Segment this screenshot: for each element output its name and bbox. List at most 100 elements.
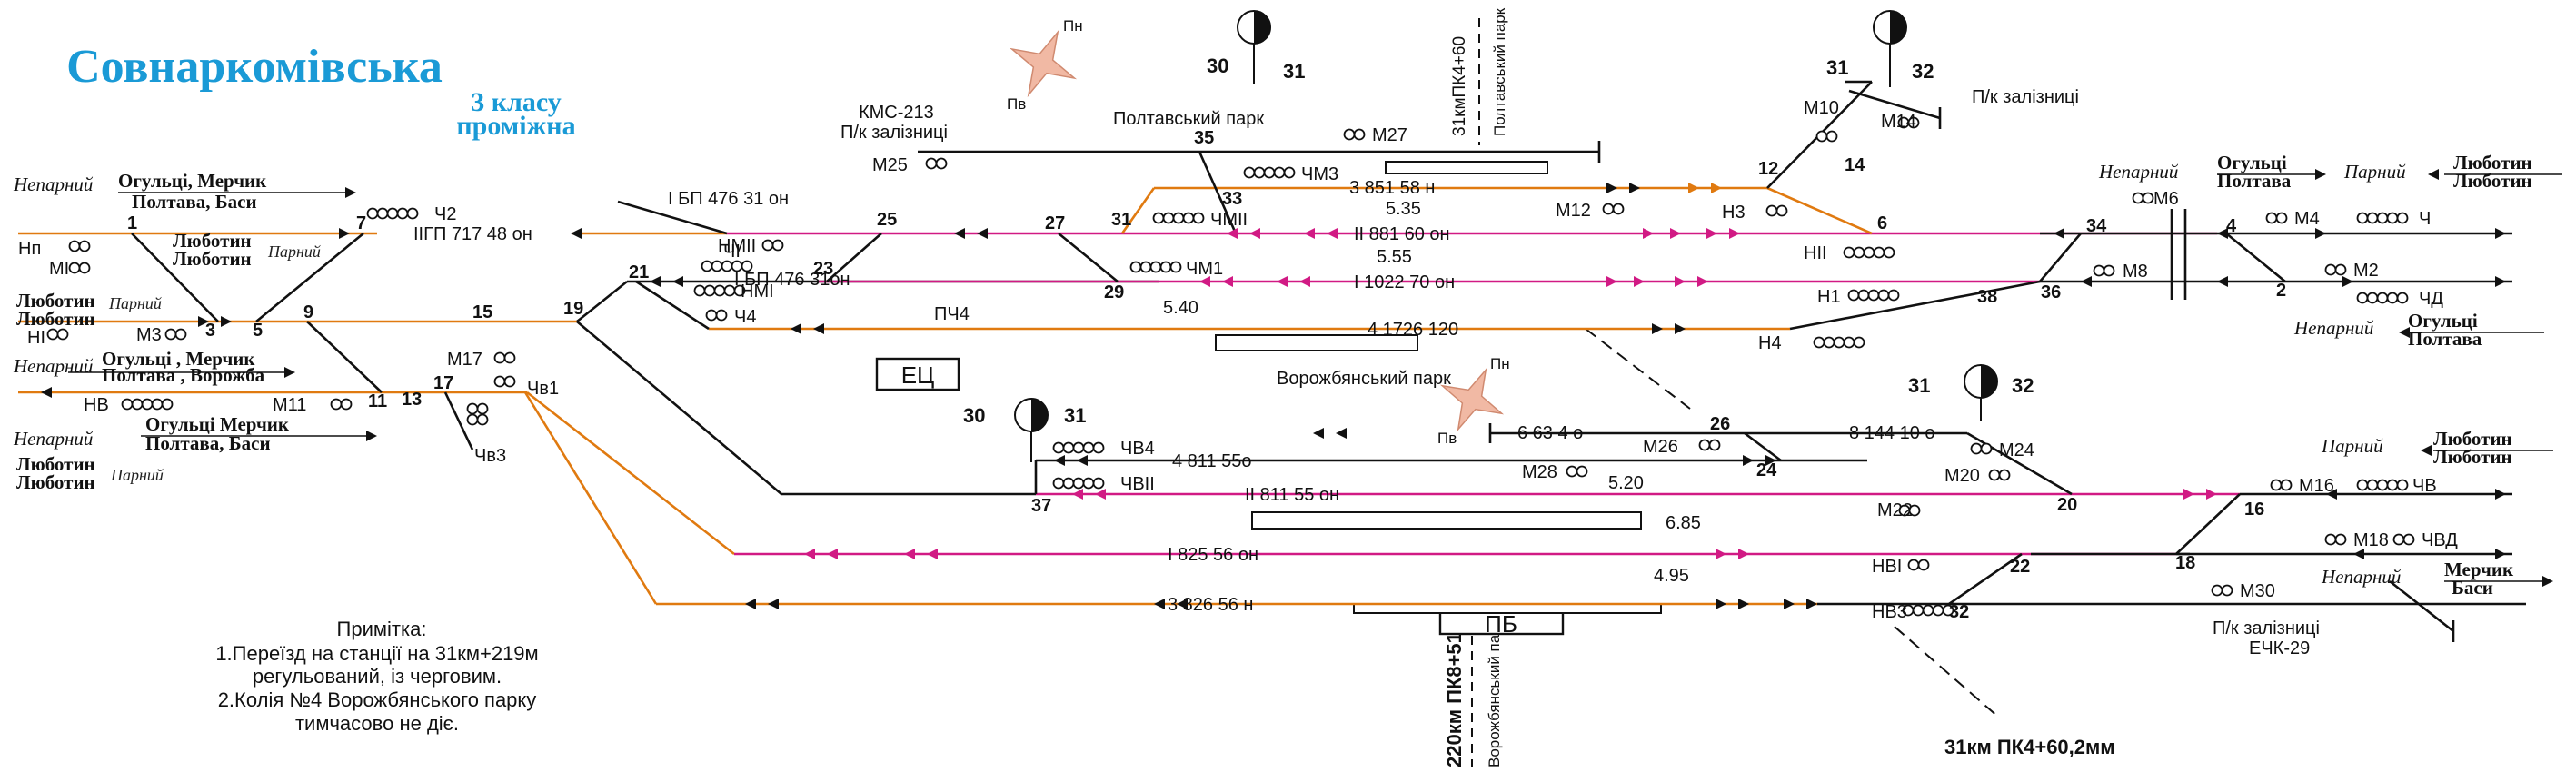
signal-label: Ч — [2419, 209, 2431, 229]
note-line: тимчасово не діє. — [295, 712, 459, 735]
switch-number: 32 — [1949, 602, 1969, 622]
note-line: 2.Колія №4 Ворожбянського парку — [218, 688, 537, 711]
direction-names: Люботин — [16, 308, 95, 330]
building-pb-label: ПБ — [1485, 610, 1517, 638]
direction-names: Полтава, Баси — [132, 191, 257, 213]
switch-number: 2 — [2276, 281, 2286, 301]
left-directions: Непарний Огульці, Мерчик Полтава, Баси Л… — [13, 170, 377, 493]
notes: Примітка: 1.Переїзд на станції на 31км+2… — [215, 618, 538, 735]
switch-number: 4 — [2226, 216, 2237, 236]
park-title-poltava: Полтавський парк — [1113, 109, 1264, 129]
signal-label: М25 — [872, 155, 908, 175]
signal-label: Чв3 — [474, 446, 506, 466]
track-length: 5.40 — [1163, 298, 1198, 318]
boundary-km-label: 31км ПК4+60,2мм — [1944, 736, 2115, 758]
switch-number: 36 — [2041, 282, 2061, 302]
direction-names: Люботин — [16, 471, 95, 493]
direction-names: Люботин — [16, 453, 95, 475]
note-heading: Примітка: — [337, 618, 427, 640]
signal-label: М6 — [2153, 189, 2179, 209]
signal-label: НМII — [718, 236, 756, 256]
signal-label: М18 — [2353, 530, 2389, 550]
track-label: 8 144 10 о — [1849, 423, 1935, 443]
direction-type: Парний — [2343, 161, 2406, 183]
signal-label: М8 — [2123, 262, 2148, 282]
boundary-bottom: 31км ПК4+60,2мм — [1894, 626, 2115, 758]
note-line: 1.Переїзд на станції на 31км+219м — [215, 642, 538, 665]
switch-number: 29 — [1104, 282, 1124, 302]
switch-number: 26 — [1710, 414, 1730, 434]
track-label: I БП 476 31он — [734, 270, 850, 290]
siding-label: П/к залізниці — [840, 123, 948, 143]
signal-label: ЧМII — [1210, 210, 1248, 230]
direction-type: Непарний — [2098, 161, 2179, 183]
km-right: 31 — [1283, 60, 1305, 83]
signal-label: М26 — [1643, 437, 1678, 457]
switch-number: 24 — [1756, 460, 1777, 480]
switch-number: 11 — [368, 391, 387, 411]
km-marker: 31 32 — [1908, 364, 2034, 421]
km-left: 31 — [1908, 374, 1930, 397]
station-class: 3 класу — [471, 87, 562, 117]
direction-names: Люботин — [173, 230, 252, 252]
km-left: 30 — [1207, 54, 1228, 77]
signal-label: ЧМ3 — [1301, 164, 1338, 184]
direction-names: Баси — [2452, 577, 2493, 599]
siding-label: П/к залізниці — [2213, 619, 2320, 638]
switch-number: 35 — [1194, 128, 1214, 148]
track-label: I 825 56 он — [1168, 545, 1258, 565]
signal-label: М2 — [2353, 261, 2379, 281]
boundary-dashed-line — [1585, 328, 1691, 410]
km-left: 30 — [963, 404, 985, 427]
siding-label: П/к залізниці — [1972, 87, 2079, 107]
signal-label: Ч2 — [434, 204, 456, 224]
signal-label: Нп — [18, 239, 41, 259]
station-type: проміжна — [456, 111, 575, 141]
boundary-park-label: Полтавський парк — [1491, 7, 1508, 136]
track-label: IIГП 717 48 он — [413, 224, 532, 244]
track-length: 5.20 — [1608, 473, 1644, 493]
switch-number: 14 — [1845, 155, 1865, 175]
direction-type: Непарний — [13, 173, 94, 195]
km-left: 31 — [1826, 56, 1848, 79]
signal-label: М30 — [2240, 581, 2275, 601]
compass-rose-icon: Пн Пв — [1437, 355, 1510, 447]
park-title-vorozhba: Ворожбянський парк — [1277, 369, 1451, 389]
signal-label: М14 — [1881, 112, 1916, 132]
switch-number: 38 — [1977, 287, 1997, 307]
direction-names: Люботин — [2453, 152, 2532, 173]
direction-type: Парний — [267, 242, 321, 261]
boundary-park-label: Ворожбянський парк — [1486, 619, 1503, 767]
direction-names: Огульці , Мерчик — [102, 348, 255, 370]
signal-label: Н1 — [1817, 287, 1841, 307]
switch-number: 1 — [127, 213, 137, 233]
track-label: 3 826 56 н — [1168, 595, 1253, 615]
switch-number: 7 — [356, 213, 366, 233]
signal-label: М17 — [447, 350, 482, 370]
direction-names: Огульці, Мерчик — [118, 170, 267, 192]
platform — [1251, 511, 1642, 530]
signal-label: ЧВII — [1120, 474, 1155, 494]
switch-number: 13 — [402, 390, 422, 410]
park-boundary-vorozhba: 220км ПК8+51м Ворожбянський парк — [1443, 618, 1503, 767]
signal-label: НМI — [741, 282, 774, 302]
boundary-km-label: 31кмПК4+60 — [1450, 36, 1469, 136]
compass-rose-icon: Пн Пв — [1007, 17, 1083, 113]
switch-number: 3 — [205, 321, 215, 341]
platform — [1215, 334, 1418, 351]
signal-label: М16 — [2299, 476, 2334, 496]
km-right: 31 — [1064, 404, 1086, 427]
track-length: 5.35 — [1386, 199, 1421, 219]
right-directions: Непарний Огульці Полтава Парний Люботин … — [2098, 152, 2562, 599]
left-neck — [18, 200, 1159, 605]
direction-names: Люботин — [2433, 446, 2512, 468]
signal-label: М3 — [136, 325, 162, 345]
signal-label: М10 — [1804, 98, 1839, 118]
signal-label: М20 — [1944, 466, 1980, 486]
switch-number: 15 — [472, 302, 492, 322]
signal-label: ЧI — [723, 242, 741, 262]
direction-names: Полтава — [2408, 328, 2482, 350]
signal-label: НВI — [1872, 557, 1902, 577]
signal-label: НВ — [84, 395, 109, 415]
